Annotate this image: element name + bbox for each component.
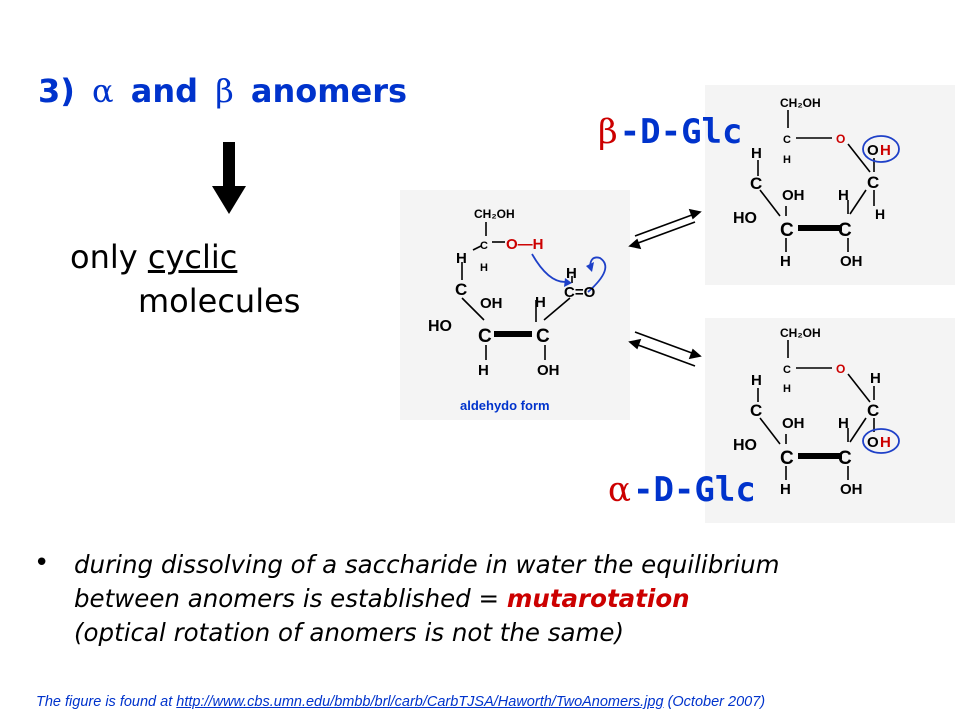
- aldehyde-c3-oh: OH: [480, 295, 503, 312]
- beta-structure: [757, 110, 900, 252]
- aldehyde-c2: C: [536, 326, 550, 347]
- bullet-line-2-text: between anomers is established =: [74, 584, 507, 613]
- note-line-1: only cyclic: [70, 238, 237, 276]
- aldehyde-c4-ho: HO: [428, 318, 452, 335]
- beta-d-glc-label: β-D-Glc: [598, 112, 742, 152]
- aldehyde-oh: O—H: [506, 236, 544, 253]
- alpha-label-symbol: α: [608, 470, 631, 510]
- alpha-ring-oxygen: O: [836, 362, 845, 376]
- aldehyde-structure: [461, 222, 607, 360]
- figure-panel-aldehyde: [400, 190, 630, 420]
- beta-c4: C: [750, 174, 762, 193]
- alpha-c2: C: [838, 448, 852, 469]
- beta-c4-h: H: [751, 145, 762, 162]
- alpha-symbol: α: [92, 72, 114, 110]
- footer-suffix: (October 2007): [663, 694, 766, 710]
- beta-ring-oxygen: O: [836, 132, 845, 146]
- beta-c1-oh-o: O: [867, 142, 879, 159]
- note-prefix: only: [70, 238, 138, 276]
- alpha-c4-h: H: [751, 372, 762, 389]
- aldehyde-caption: aldehydo form: [460, 398, 550, 413]
- beta-c3-h: H: [780, 253, 791, 270]
- aldehyde-c3: C: [478, 326, 492, 347]
- alpha-label-name: -D-Glc: [632, 470, 756, 510]
- beta-label-symbol: β: [598, 112, 618, 152]
- source-link[interactable]: http://www.cbs.umn.edu/bmbb/brl/carb/Car…: [176, 694, 664, 710]
- aldehyde-c2-h: H: [535, 294, 546, 311]
- footer-prefix: The figure is found at: [36, 694, 177, 710]
- alpha-ch2oh: CH₂OH: [780, 326, 821, 340]
- heading-anomers: anomers: [250, 72, 408, 110]
- beta-c3: C: [780, 220, 794, 241]
- bullet-line-2: between anomers is established = mutarot…: [74, 582, 780, 616]
- beta-symbol: β: [215, 72, 234, 110]
- alpha-c3-oh: OH: [782, 415, 805, 432]
- alpha-c1: C: [867, 401, 879, 420]
- beta-c4-ho: HO: [733, 210, 757, 227]
- mutarotation-term: mutarotation: [506, 584, 690, 613]
- figure-panel-alpha: [705, 318, 955, 523]
- alpha-c1-oh-h: H: [880, 434, 891, 451]
- bullet-line-1: during dissolving of a saccharide in wat…: [74, 550, 780, 579]
- alpha-c1-h: H: [870, 370, 881, 387]
- beta-c5: C: [783, 134, 791, 146]
- down-arrow-icon: [212, 142, 246, 214]
- alpha-c4: C: [750, 401, 762, 420]
- alpha-c5-h: H: [783, 383, 791, 395]
- alpha-c2-h: H: [838, 415, 849, 432]
- equilibrium-arrow-bottom: [628, 331, 702, 367]
- aldehyde-ch2oh: CH₂OH: [474, 207, 515, 221]
- equilibrium-arrow-top: [628, 208, 702, 250]
- beta-c2-oh: OH: [840, 253, 863, 270]
- beta-label-name: -D-Glc: [619, 112, 743, 152]
- aldehyde-c3-h: H: [478, 362, 489, 379]
- beta-c2-h: H: [838, 187, 849, 204]
- aldehyde-c1-h: H: [566, 265, 577, 282]
- aldehyde-c4-h: H: [456, 250, 467, 267]
- beta-c3-oh: OH: [782, 187, 805, 204]
- alpha-d-glc-label: α-D-Glc: [608, 470, 756, 510]
- figure-panel-beta: [705, 85, 955, 285]
- beta-c1-h: H: [875, 206, 885, 222]
- aldehyde-c5: C: [480, 240, 488, 252]
- note-cyclic: cyclic: [147, 238, 238, 276]
- aldehyde-c2-oh: OH: [537, 362, 560, 379]
- slide-heading: 3) α and β anomers: [38, 72, 407, 110]
- source-footer: The figure is found at http://www.cbs.um…: [36, 694, 765, 710]
- beta-ch2oh: CH₂OH: [780, 96, 821, 110]
- aldehyde-carbonyl: C=O: [564, 284, 596, 301]
- alpha-c5: C: [783, 364, 791, 376]
- bullet-marker: •: [34, 548, 50, 578]
- bullet-paragraph: during dissolving of a saccharide in wat…: [74, 548, 780, 650]
- heading-number: 3): [38, 72, 75, 110]
- beta-c1-oh-h: H: [880, 142, 891, 159]
- alpha-structure: [757, 340, 900, 480]
- beta-c1: C: [867, 173, 879, 192]
- note-line-2: molecules: [138, 282, 301, 320]
- beta-c2: C: [838, 220, 852, 241]
- alpha-c4-ho: HO: [733, 437, 757, 454]
- beta-c5-h: H: [783, 154, 791, 166]
- alpha-c2-oh: OH: [840, 481, 863, 498]
- aldehyde-c4: C: [455, 280, 467, 299]
- heading-and: and: [130, 72, 199, 110]
- alpha-c3: C: [780, 448, 794, 469]
- alpha-c3-h: H: [780, 481, 791, 498]
- alpha-c1-oh-o: O: [867, 434, 879, 451]
- bullet-line-3: (optical rotation of anomers is not the …: [74, 618, 625, 647]
- aldehyde-c5-h: H: [480, 262, 488, 274]
